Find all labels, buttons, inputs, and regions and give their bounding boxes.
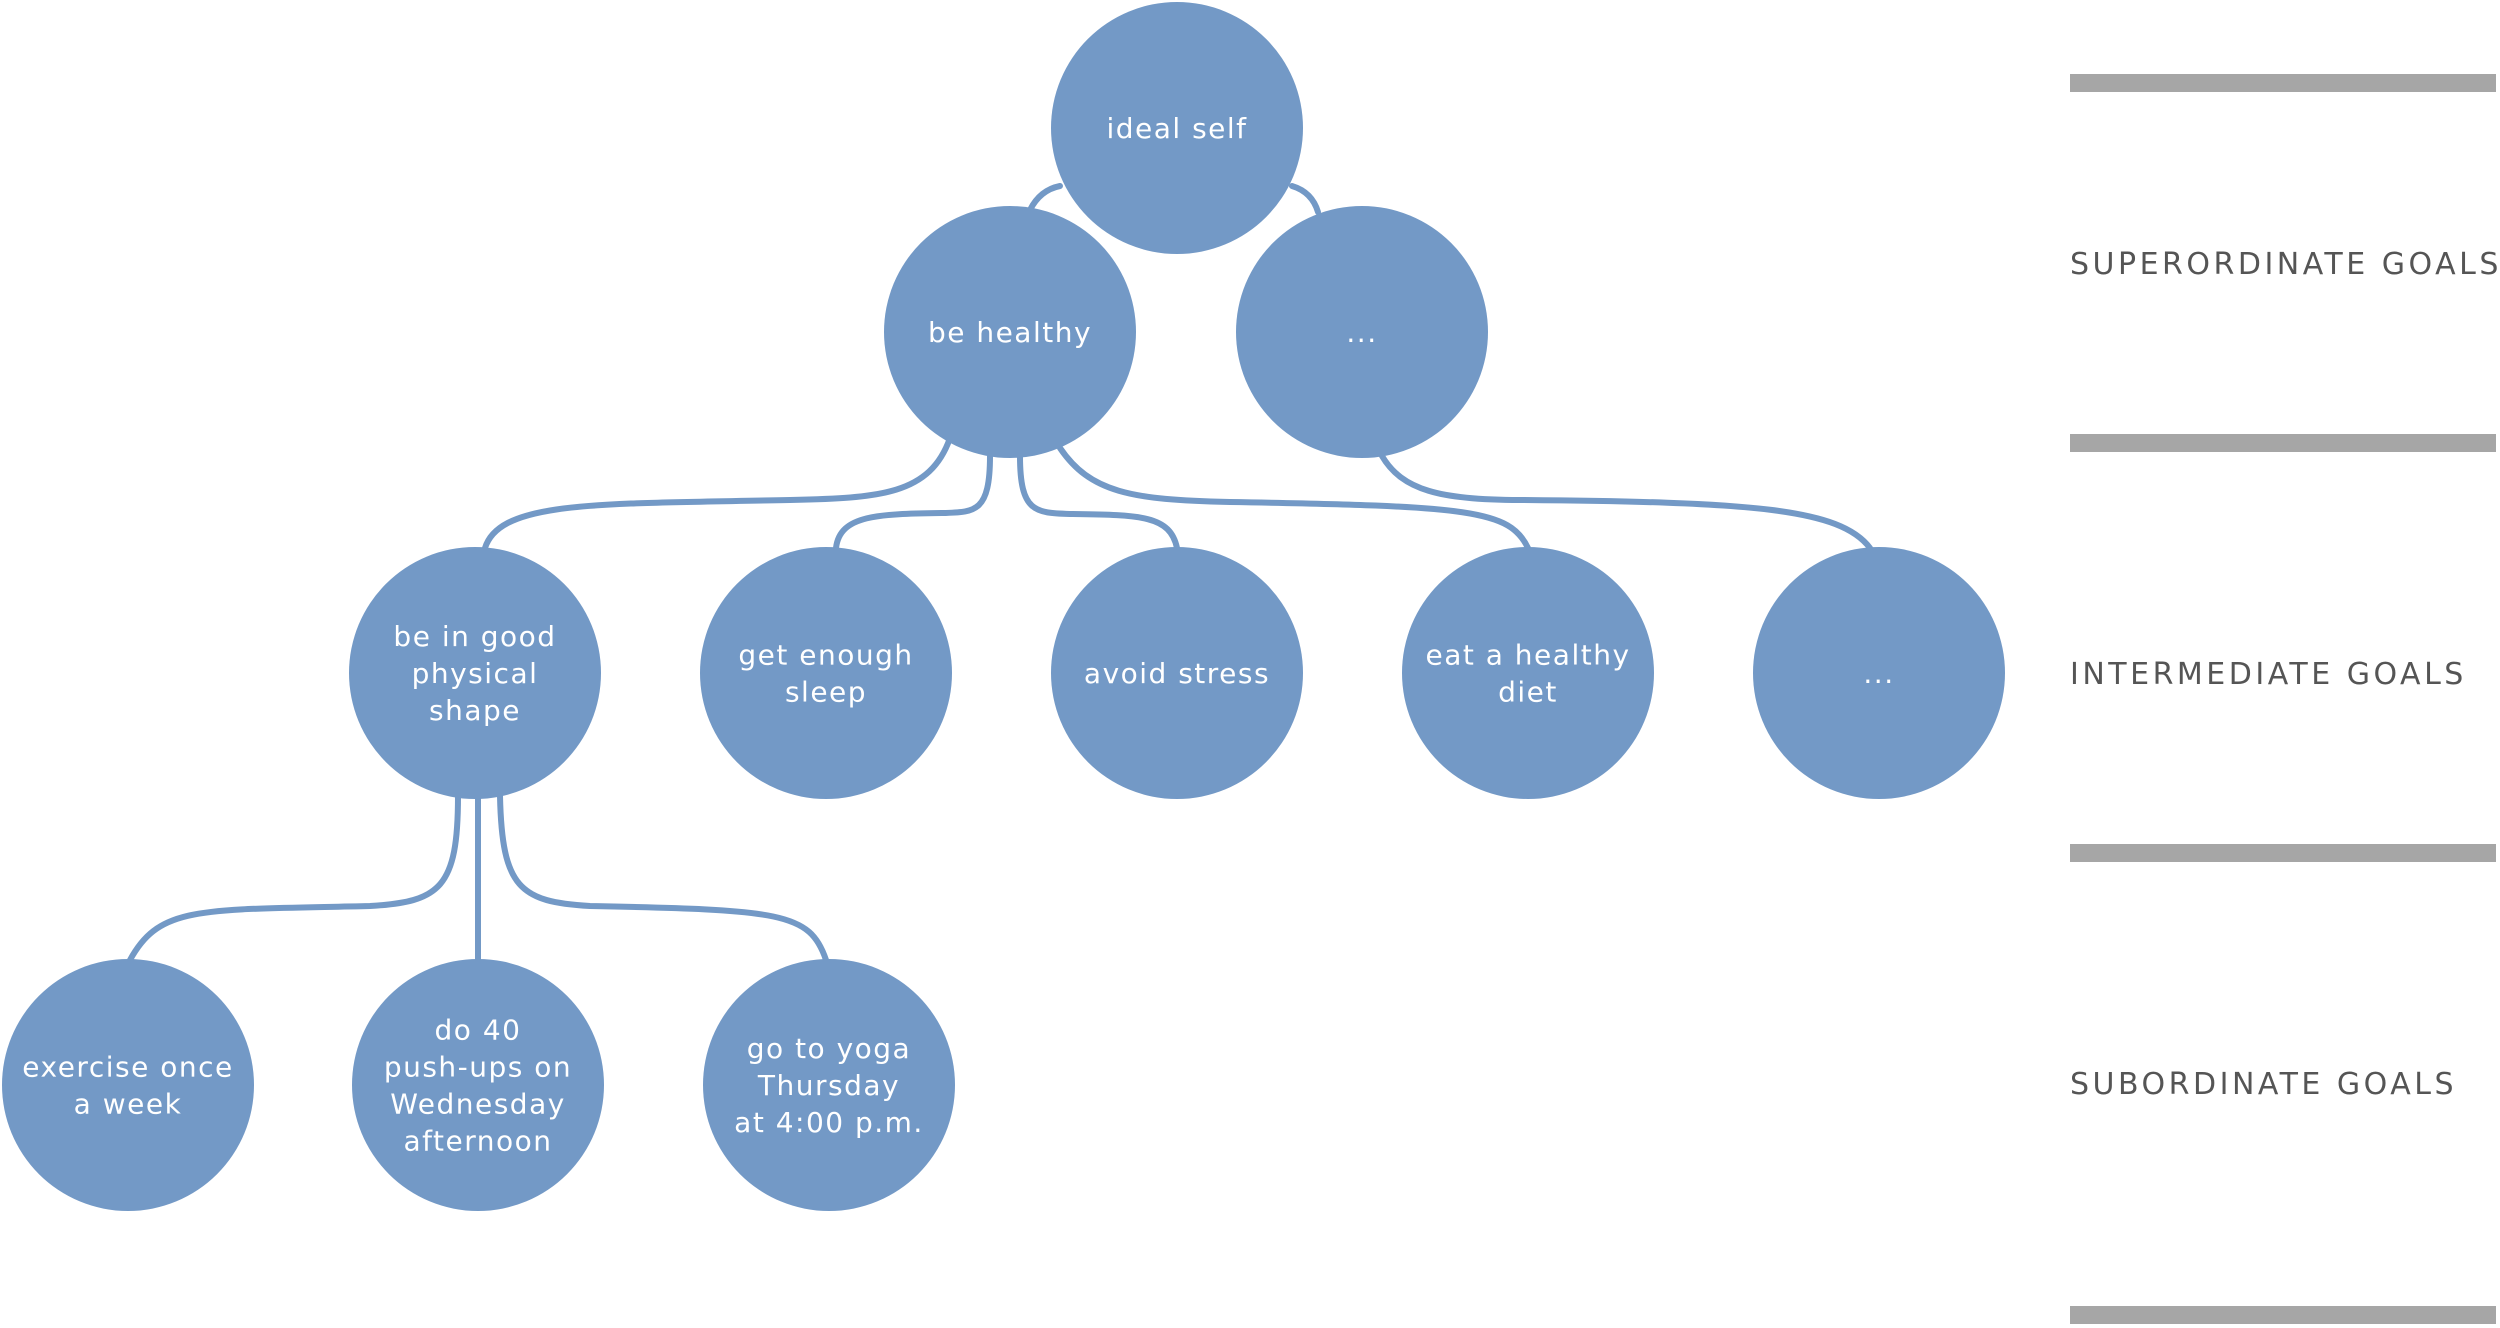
goal-label-line: ideal self xyxy=(1106,112,1247,145)
level-label-subordinate: SUBORDINATE GOALS xyxy=(2070,1067,2457,1102)
edge-ideal-self-to-be-healthy xyxy=(1027,183,1063,213)
goal-circle xyxy=(1753,547,2005,799)
edge-be-healthy-to-good-shape xyxy=(482,435,953,551)
connector-lines xyxy=(127,183,1873,963)
goal-circle xyxy=(703,959,955,1211)
goal-label-line: diet xyxy=(1498,676,1558,709)
goal-circle xyxy=(884,206,1136,458)
goal-node-enough-sleep: get enough sleep xyxy=(700,547,952,799)
goal-label-line: do 40 xyxy=(435,1014,522,1047)
goal-label-line: eat a healthy xyxy=(1425,639,1630,672)
goal-label-line: afternoon xyxy=(403,1125,552,1158)
goal-label-line: Thursday xyxy=(757,1069,900,1102)
level-separator-bar xyxy=(2070,1306,2496,1324)
goal-circle xyxy=(1236,206,1488,458)
goal-label-line: at 4:00 p.m. xyxy=(734,1106,924,1139)
level-separator-bar xyxy=(2070,844,2496,862)
goal-label-line: a week xyxy=(74,1088,183,1121)
goal-circle xyxy=(349,547,601,799)
goal-label-line: physical xyxy=(412,657,539,690)
goal-label-line: avoid stress xyxy=(1084,657,1270,690)
level-legend: SUPERORDINATE GOALS INTERMEDIATE GOALS SUB… xyxy=(2070,74,2500,1324)
goal-node-inter-more: ... xyxy=(1753,547,2005,799)
goal-node-healthy-diet: eat a healthy diet xyxy=(1402,547,1654,799)
goal-node-ideal-self: ideal self xyxy=(1051,2,1303,254)
goal-label-line: get enough xyxy=(738,639,913,672)
goal-label-line: go to yoga xyxy=(747,1032,911,1065)
goal-node-exercise: exercise once a week xyxy=(2,959,254,1211)
goal-label-line: exercise once xyxy=(22,1051,233,1084)
goal-label-line: sleep xyxy=(785,676,867,709)
goal-label-line: shape xyxy=(429,694,521,727)
goal-circle xyxy=(1051,547,1303,799)
goal-label-line: be healthy xyxy=(928,316,1092,349)
goal-circle xyxy=(700,547,952,799)
level-label-intermediate: INTERMEDIATE GOALS xyxy=(2070,657,2467,692)
goal-label-line: be in good xyxy=(393,620,556,653)
goal-label-line: ... xyxy=(1863,657,1894,690)
goal-circle xyxy=(2,959,254,1211)
goal-label-line: ... xyxy=(1346,316,1377,349)
goal-node-good-shape: be in good physical shape xyxy=(349,547,601,799)
goal-circle xyxy=(352,959,604,1211)
edge-be-healthy-to-healthy-diet xyxy=(1057,445,1531,551)
goal-label-line: push-ups on xyxy=(384,1051,572,1084)
level-label-superordinate: SUPERORDINATE GOALS xyxy=(2070,247,2500,282)
goal-node-pushups: do 40 push-ups on Wednesday afternoon xyxy=(352,959,604,1211)
goal-node-be-healthy: be healthy xyxy=(884,206,1136,458)
edge-be-healthy-to-avoid-stress xyxy=(1017,453,1180,551)
edge-be-healthy-to-enough-sleep xyxy=(833,453,993,551)
goal-circle xyxy=(1051,2,1303,254)
goal-label-line: Wednesday xyxy=(390,1088,566,1121)
goal-nodes: ideal self be healthy... be in good physica… xyxy=(2,2,2005,1211)
goal-node-avoid-stress: avoid stress xyxy=(1051,547,1303,799)
level-separator-bar xyxy=(2070,434,2496,452)
edge-good-shape-to-yoga xyxy=(497,793,829,963)
goal-node-super-more: ... xyxy=(1236,206,1488,458)
goal-circle xyxy=(1402,547,1654,799)
edge-super-more-to-inter-more xyxy=(1379,453,1873,551)
edge-good-shape-to-exercise xyxy=(127,793,461,963)
level-separator-bar xyxy=(2070,74,2496,92)
edge-ideal-self-to-super-more xyxy=(1289,183,1321,215)
